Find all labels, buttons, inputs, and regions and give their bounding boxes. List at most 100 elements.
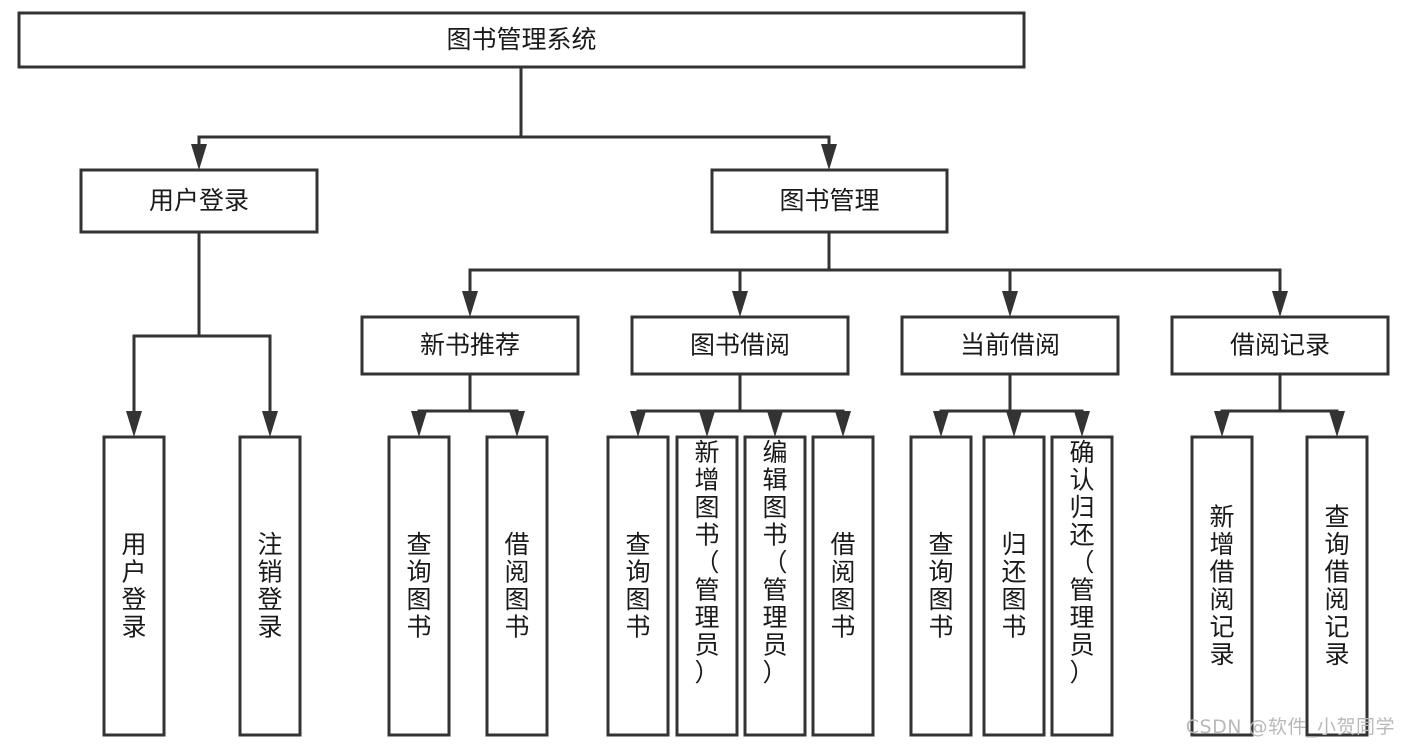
node-label-char: 增 — [694, 466, 719, 495]
node-label-char: 管 — [762, 576, 787, 605]
connector-book-management-to-level2 — [462, 230, 1288, 317]
arrow-head-icon — [462, 291, 478, 317]
node-label-char: 还 — [1001, 558, 1026, 587]
node-label-char: ） — [1069, 658, 1094, 687]
node-label-char: 录 — [257, 613, 282, 642]
node-label: 用户登录 — [121, 530, 146, 642]
node-leaf-query-borrow-record[interactable]: 查询借阅记录 — [1305, 435, 1369, 737]
node-label-char: 查 — [1324, 503, 1349, 532]
node-label-char: 理 — [762, 603, 787, 632]
node-label-char: 理 — [694, 603, 719, 632]
node-box[interactable] — [1190, 435, 1254, 737]
node-leaf-query-book-borrow[interactable]: 查询图书 — [606, 435, 670, 737]
connector-root-to-level1 — [191, 65, 837, 170]
node-label-char: 理 — [1069, 603, 1094, 632]
node-box[interactable] — [387, 435, 451, 737]
node-label-char: 员 — [694, 631, 719, 660]
node-label: 新书推荐 — [420, 331, 520, 360]
node-label-char: 归 — [1001, 530, 1026, 559]
arrow-head-icon — [126, 411, 142, 437]
node-label-char: 书 — [928, 613, 953, 642]
node-box[interactable] — [1305, 435, 1369, 737]
node-label-char: ） — [694, 658, 719, 687]
node-label-char: 认 — [1069, 466, 1094, 495]
node-borrow-record[interactable]: 借阅记录 — [1170, 315, 1390, 376]
node-label-char: 询 — [928, 558, 953, 587]
node-leaf-confirm-return-admin[interactable]: 确认归还（管理员） — [1050, 435, 1114, 737]
node-label-char: （ — [694, 548, 719, 577]
node-box[interactable] — [710, 168, 949, 234]
node-box[interactable] — [17, 11, 1026, 69]
node-label-char: 图 — [694, 493, 719, 522]
node-box[interactable] — [811, 435, 875, 737]
node-label-char: 注 — [257, 530, 282, 559]
node-label: 图书借阅 — [690, 331, 790, 360]
node-label-char: 书 — [504, 613, 529, 642]
node-box[interactable] — [909, 435, 973, 737]
node-leaf-query-book-current[interactable]: 查询图书 — [909, 435, 973, 737]
node-leaf-return-book[interactable]: 归还图书 — [982, 435, 1046, 737]
node-label-char: 增 — [1209, 530, 1234, 559]
node-label-char: 查 — [625, 530, 650, 559]
node-leaf-borrow-book[interactable]: 借阅图书 — [811, 435, 875, 737]
node-label: 编辑图书（管理员） — [762, 438, 787, 687]
arrow-head-icon — [191, 144, 207, 170]
node-label-char: （ — [762, 548, 787, 577]
node-label: 用户登录 — [149, 186, 249, 215]
node-label-char: 登 — [121, 585, 146, 614]
node-box[interactable] — [900, 315, 1120, 376]
node-box[interactable] — [238, 435, 302, 737]
node-label-char: 图 — [928, 585, 953, 614]
node-box[interactable] — [360, 315, 580, 376]
node-leaf-add-book-admin[interactable]: 新增图书（管理员） — [675, 435, 739, 737]
node-current-borrow[interactable]: 当前借阅 — [900, 315, 1120, 376]
node-box[interactable] — [743, 435, 807, 737]
node-label: 注销登录 — [257, 530, 282, 642]
node-label-char: 阅 — [1324, 585, 1349, 614]
node-leaf-query-book-recommend[interactable]: 查询图书 — [387, 435, 451, 737]
node-box[interactable] — [606, 435, 670, 737]
node-label-char: 阅 — [1209, 585, 1234, 614]
node-leaf-borrow-book-recommend[interactable]: 借阅图书 — [485, 435, 549, 737]
node-label-char: 查 — [406, 530, 431, 559]
arrow-head-icon — [1002, 291, 1018, 317]
node-book-borrow[interactable]: 图书借阅 — [630, 315, 850, 376]
node-box[interactable] — [485, 435, 549, 737]
node-label: 图书管理系统 — [446, 25, 596, 54]
nodes-layer: 图书管理系统用户登录图书管理新书推荐图书借阅当前借阅借阅记录用户登录注销登录查询… — [17, 11, 1390, 737]
node-label-char: 书 — [625, 613, 650, 642]
node-box[interactable] — [630, 315, 850, 376]
node-box[interactable] — [1170, 315, 1390, 376]
node-label-char: 借 — [1324, 558, 1349, 587]
node-label-char: 书 — [694, 521, 719, 550]
node-leaf-edit-book-admin[interactable]: 编辑图书（管理员） — [743, 435, 807, 737]
node-label-char: 辑 — [762, 466, 787, 495]
node-new-book-recommend[interactable]: 新书推荐 — [360, 315, 580, 376]
node-label: 查询图书 — [625, 530, 650, 642]
node-box[interactable] — [102, 435, 166, 737]
node-label-char: 图 — [504, 585, 529, 614]
node-leaf-logout[interactable]: 注销登录 — [238, 435, 302, 737]
node-user-login[interactable]: 用户登录 — [79, 168, 319, 234]
connectors-layer — [126, 65, 1345, 437]
node-label-char: 管 — [1069, 576, 1094, 605]
node-box[interactable] — [675, 435, 739, 737]
node-box[interactable] — [1050, 435, 1114, 737]
node-leaf-add-borrow-record[interactable]: 新增借阅记录 — [1190, 435, 1254, 737]
node-label: 借阅记录 — [1230, 331, 1330, 360]
node-label-char: 询 — [625, 558, 650, 587]
node-box[interactable] — [79, 168, 319, 234]
node-box[interactable] — [982, 435, 1046, 737]
node-leaf-user-login[interactable]: 用户登录 — [102, 435, 166, 737]
node-root[interactable]: 图书管理系统 — [17, 11, 1026, 69]
connector-book-borrow-to-leaves — [630, 372, 851, 437]
node-label-char: 图 — [762, 493, 787, 522]
node-label-char: 书 — [830, 613, 855, 642]
node-label-char: 借 — [830, 530, 855, 559]
arrow-head-icon — [630, 411, 646, 437]
node-label: 借阅图书 — [504, 530, 529, 642]
node-book-management[interactable]: 图书管理 — [710, 168, 949, 234]
arrow-head-icon — [699, 411, 715, 437]
node-label-char: 记 — [1324, 613, 1349, 642]
